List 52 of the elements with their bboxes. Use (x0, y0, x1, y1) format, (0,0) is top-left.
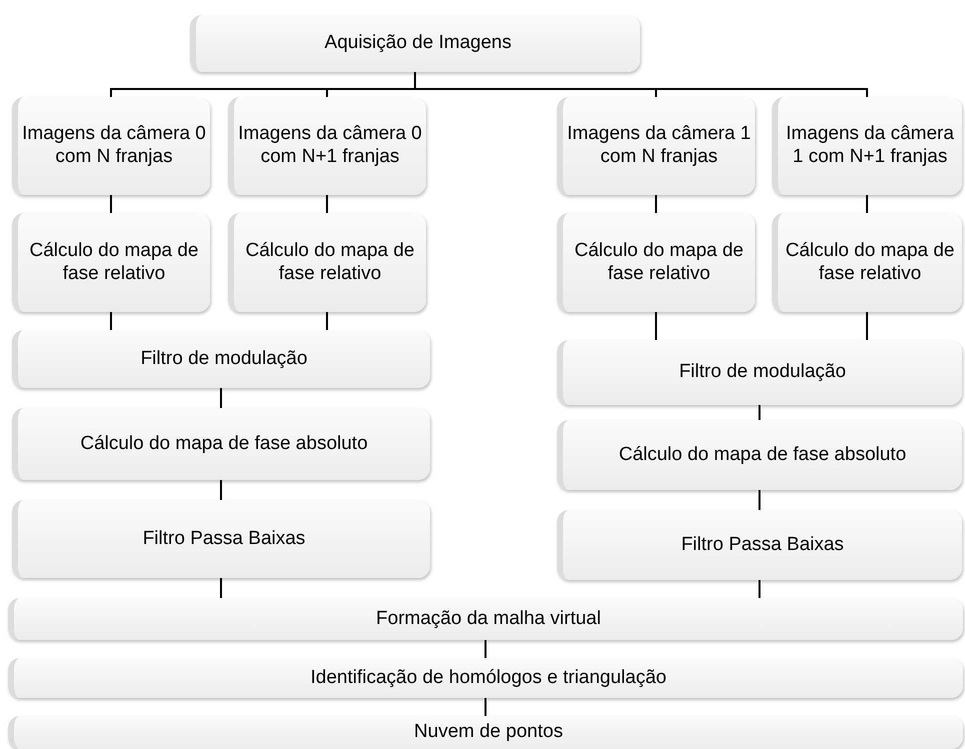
connector-line (326, 195, 328, 213)
process-box (557, 213, 755, 312)
process-box (12, 97, 210, 195)
process-box (12, 330, 430, 388)
box-label: Cálculo do mapa de fase relativo (28, 240, 200, 286)
box-label: Imagens da câmera 1 com N+1 franjas (785, 123, 955, 169)
connector-line (758, 490, 760, 510)
process-box (190, 15, 640, 72)
process-box (557, 420, 962, 490)
process-box (228, 213, 426, 312)
process-box (12, 408, 430, 480)
box-label: Aquisição de Imagens (324, 32, 512, 55)
process-box (557, 340, 962, 405)
connector-line (655, 195, 657, 213)
connector-line (866, 312, 868, 340)
process-box (772, 97, 962, 195)
box-label: Imagens da câmera 1 com N franjas (567, 123, 751, 169)
box-label: Filtro Passa Baixas (681, 534, 844, 556)
process-box (8, 716, 963, 749)
box-label: Cálculo do mapa de fase absoluto (80, 432, 368, 456)
process-box (8, 598, 963, 640)
process-box (557, 510, 962, 580)
process-box (8, 658, 963, 698)
connector-line (220, 388, 222, 408)
box-label: Cálculo do mapa de fase relativo (244, 240, 416, 286)
process-box (557, 97, 755, 195)
connector-line (484, 698, 486, 716)
connector-line (220, 578, 222, 598)
process-box (772, 213, 962, 312)
connector-line (484, 640, 486, 658)
box-label: Nuvem de pontos (414, 721, 563, 744)
box-label: Cálculo do mapa de fase relativo (574, 240, 744, 286)
box-label: Filtro Passa Baixas (142, 528, 306, 550)
box-label: Identificação de homólogos e triangulação (310, 666, 666, 690)
connector-line (110, 195, 112, 213)
connector-line (655, 312, 657, 340)
box-label: Imagens da câmera 0 com N+1 franjas (238, 123, 422, 169)
box-label: Filtro de modulação (679, 361, 846, 384)
connector-line (110, 312, 112, 330)
connector-line (866, 195, 868, 213)
connector-line (220, 480, 222, 500)
box-label: Cálculo do mapa de fase relativo (784, 240, 956, 286)
process-box (12, 500, 430, 578)
box-label: Filtro de modulação (140, 348, 308, 370)
connector-line (758, 580, 760, 598)
box-label: Formação da malha virtual (376, 608, 601, 630)
connector-line (758, 405, 760, 420)
box-label: Cálculo do mapa de fase absoluto (618, 444, 906, 466)
process-box (228, 97, 426, 195)
box-label: Imagens da câmera 0 com N franjas (22, 123, 206, 169)
process-box (12, 213, 210, 312)
connector-line (326, 312, 328, 330)
